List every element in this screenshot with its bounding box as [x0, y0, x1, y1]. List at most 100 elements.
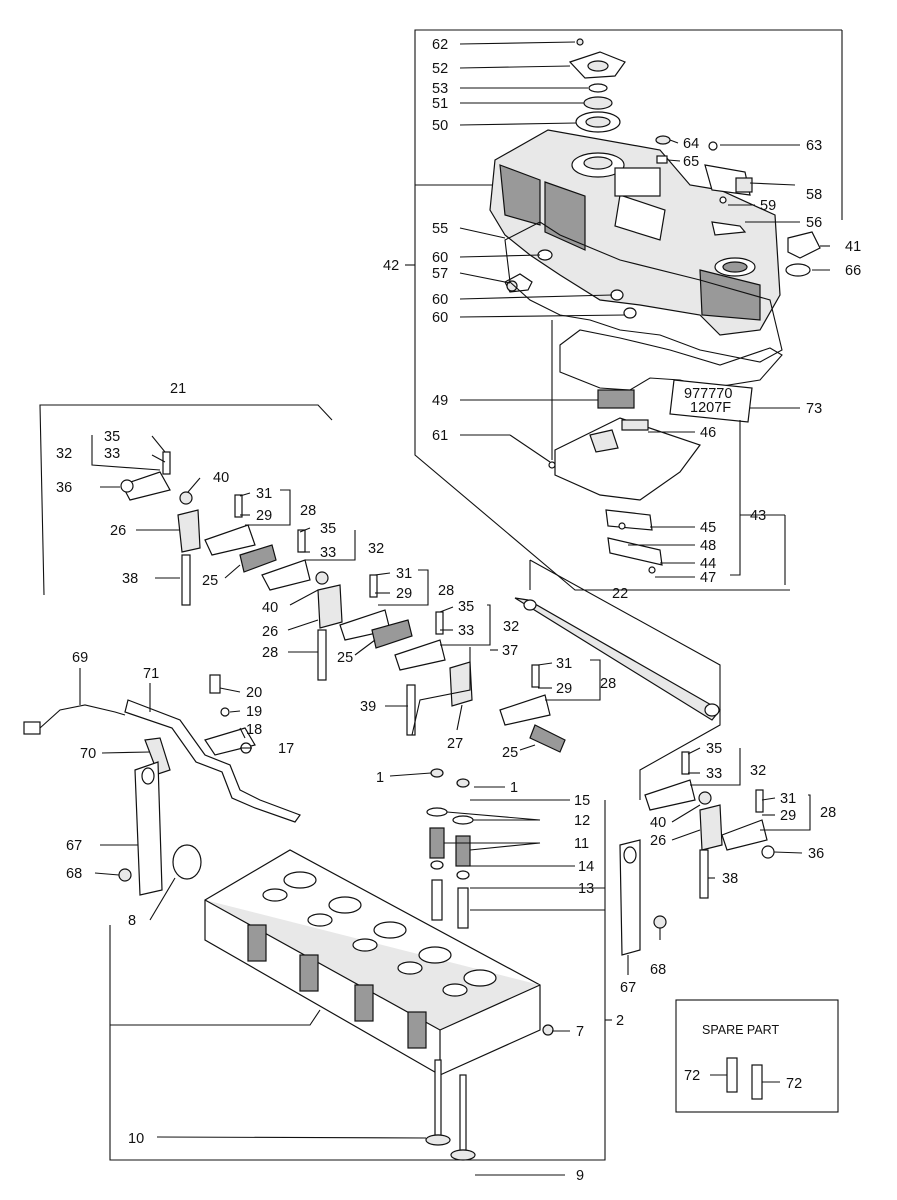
label-37: 37: [502, 643, 518, 659]
label-56: 56: [806, 215, 822, 231]
label-55: 55: [432, 221, 448, 237]
leader-lines: [79, 41, 830, 1176]
label-63: 63: [806, 138, 822, 154]
label-40-b: 40: [262, 600, 278, 616]
label-31-c: 31: [556, 656, 572, 672]
label-52: 52: [432, 61, 448, 77]
label-11: 11: [574, 836, 589, 852]
label-14: 14: [578, 859, 594, 875]
label-29-a: 29: [256, 508, 272, 524]
label-36-b: 36: [808, 846, 824, 862]
cylinder-head: [204, 849, 554, 1076]
label-10: 10: [128, 1131, 144, 1147]
label-71: 71: [143, 666, 159, 682]
breather-stack: [568, 38, 626, 133]
label-41: 41: [845, 239, 861, 255]
label-8: 8: [128, 913, 136, 929]
label-25-c: 25: [502, 745, 518, 761]
label-35-c: 35: [458, 599, 474, 615]
label-67-b: 67: [620, 980, 636, 996]
label-31-b: 31: [396, 566, 412, 582]
label-64: 64: [683, 136, 699, 152]
valves: [425, 1059, 476, 1161]
label-47: 47: [700, 570, 716, 586]
label-42: 42: [383, 258, 399, 274]
label-29-d: 29: [780, 808, 796, 824]
label-67-a: 67: [66, 838, 82, 854]
label-32-b: 32: [368, 541, 384, 557]
label-60-b: 60: [432, 292, 448, 308]
label-65: 65: [683, 154, 699, 170]
label-58: 58: [806, 187, 822, 203]
label-43: 43: [750, 508, 766, 524]
valve-spring-group: [426, 768, 474, 929]
label-25-a: 25: [202, 573, 218, 589]
label-7: 7: [576, 1024, 584, 1040]
sealing-plug: [172, 844, 202, 880]
label-13: 13: [578, 881, 594, 897]
label-33-b: 33: [320, 545, 336, 561]
label-12: 12: [574, 813, 590, 829]
label-35-b: 35: [320, 521, 336, 537]
label-15: 15: [574, 793, 590, 809]
label-39: 39: [360, 699, 376, 715]
label-17: 17: [278, 741, 294, 757]
label-26-c: 26: [650, 833, 666, 849]
label-38-b: 38: [722, 871, 738, 887]
label-72-b: 72: [786, 1076, 802, 1092]
label-1-b: 1: [510, 780, 518, 796]
rocker-cover: [489, 129, 781, 336]
label-62: 62: [432, 37, 448, 53]
label-33-c: 33: [458, 623, 474, 639]
label-20: 20: [246, 685, 262, 701]
label-69: 69: [72, 650, 88, 666]
label-33-d: 33: [706, 766, 722, 782]
label-35-d: 35: [706, 741, 722, 757]
nipple-fitting: [504, 273, 533, 293]
svg-text:977770: 977770: [684, 386, 732, 402]
label-57: 57: [432, 266, 448, 282]
label-29-b: 29: [396, 586, 412, 602]
label-50: 50: [432, 118, 448, 134]
label-28-b: 28: [438, 583, 454, 599]
label-26-b: 26: [262, 624, 278, 640]
label-32-d: 32: [750, 763, 766, 779]
label-45: 45: [700, 520, 716, 536]
label-26-a: 26: [110, 523, 126, 539]
rocker-cover-group-outline: [414, 29, 843, 591]
label-73: 73: [806, 401, 822, 417]
callout-brackets: [91, 435, 811, 831]
rocker-shaft: [514, 559, 721, 800]
support-studs: [181, 554, 709, 899]
label-40-a: 40: [213, 470, 229, 486]
cover-gasket: [504, 221, 783, 363]
label-35-a: 35: [104, 429, 120, 445]
label-32-c: 32: [503, 619, 519, 635]
rocker-arms: [121, 471, 768, 851]
label-27: 27: [447, 736, 463, 752]
label-9: 9: [576, 1168, 584, 1184]
label-60-a: 60: [432, 250, 448, 266]
injector-harness: [23, 674, 301, 823]
spare-part-title: SPARE PART: [702, 1023, 779, 1037]
label-22: 22: [612, 586, 628, 602]
label-53: 53: [432, 81, 448, 97]
label-70: 70: [80, 746, 96, 762]
rocker-springs: [239, 544, 566, 753]
label-28-e: 28: [820, 805, 836, 821]
label-29-c: 29: [556, 681, 572, 697]
oil-filler-cap: [785, 231, 821, 277]
label-38-a: 38: [122, 571, 138, 587]
label-33-a: 33: [104, 446, 120, 462]
rocker-supports: [177, 509, 723, 851]
oil-separator-plate: [548, 320, 783, 574]
label-49: 49: [432, 393, 448, 409]
label-60-c: 60: [432, 310, 448, 326]
label-31-d: 31: [780, 791, 796, 807]
label-18: 18: [246, 722, 262, 738]
label-61: 61: [432, 428, 448, 444]
label-36-a: 36: [56, 480, 72, 496]
spare-part-box: SPARE PART: [675, 999, 839, 1113]
label-66: 66: [845, 263, 861, 279]
